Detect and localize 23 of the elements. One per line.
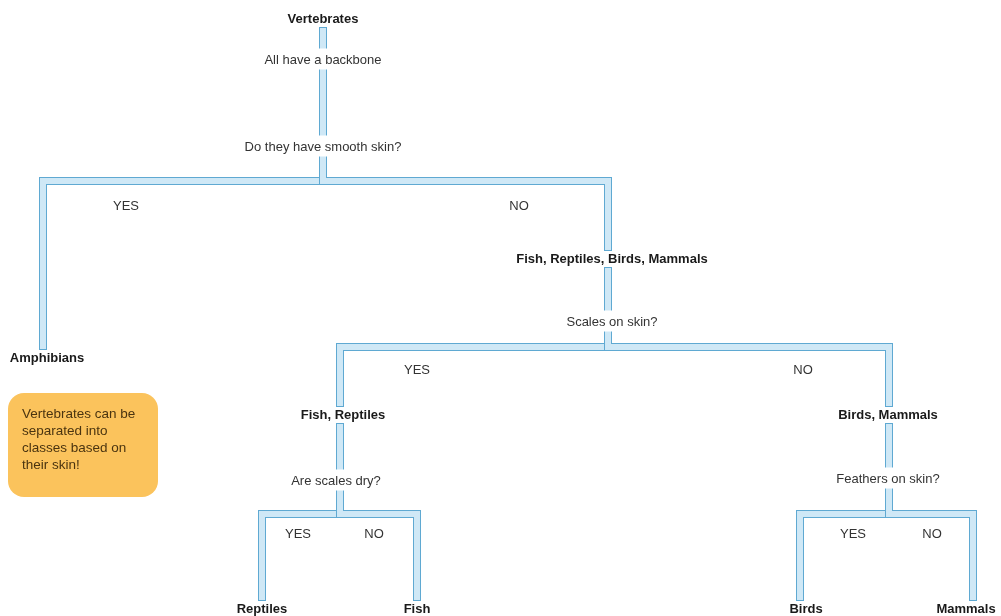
class-label: Mammals	[934, 601, 998, 616]
question-label: Feathers on skin?	[835, 469, 941, 487]
class-label: Reptiles	[234, 601, 290, 616]
edge-label: YES	[112, 196, 140, 214]
edge-label: YES	[284, 524, 312, 542]
class-label: Fish, Reptiles	[298, 407, 388, 422]
edge-label: YES	[403, 360, 431, 378]
class-label: Birds, Mammals	[836, 407, 940, 422]
edge-label: NO	[792, 360, 814, 378]
question-label: Do they have smooth skin?	[243, 137, 403, 155]
question-label: Are scales dry?	[290, 471, 382, 489]
question-label: All have a backbone	[263, 50, 383, 68]
edge-label: NO	[508, 196, 530, 214]
note-callout: Vertebrates can be separated into classes based on their skin!	[8, 393, 158, 497]
class-label: Vertebrates	[285, 11, 361, 26]
class-label: Fish	[401, 601, 433, 616]
class-label: Birds	[787, 601, 825, 616]
edge-label: NO	[363, 524, 385, 542]
edge-label: YES	[839, 524, 867, 542]
question-label: Scales on skin?	[565, 312, 659, 330]
class-label: Amphibians	[7, 350, 87, 365]
class-label: Fish, Reptiles, Birds, Mammals	[514, 251, 710, 266]
edge-label: NO	[921, 524, 943, 542]
